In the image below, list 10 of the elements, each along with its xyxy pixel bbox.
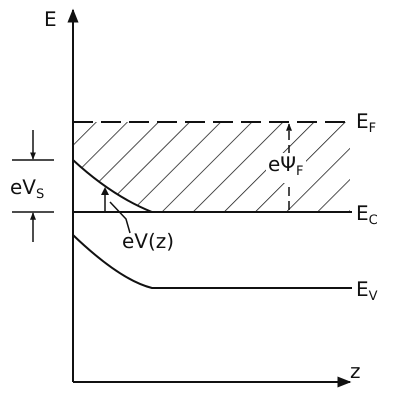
direction-arrow bbox=[100, 187, 110, 212]
axis-label: E bbox=[44, 8, 57, 30]
dimension-label: eV$_{S}$ bbox=[10, 176, 44, 204]
dimension-label: eΨ$_{F}$ bbox=[266, 153, 306, 183]
leader-line bbox=[109, 201, 131, 234]
level-label: E$_{V}$ bbox=[356, 278, 378, 306]
level-label: E$_{F}$ bbox=[356, 110, 376, 138]
level-label: E$_{C}$ bbox=[356, 202, 378, 230]
curve-label: eV(z) bbox=[122, 230, 174, 252]
axis-label: z bbox=[350, 360, 360, 382]
